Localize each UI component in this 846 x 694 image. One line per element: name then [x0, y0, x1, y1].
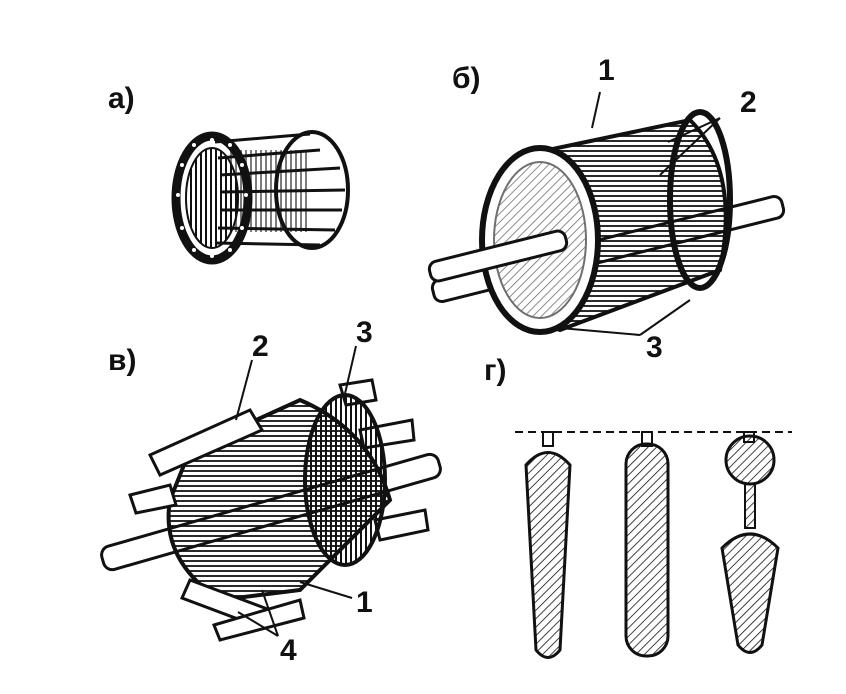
callout-v-2: 2: [252, 330, 269, 363]
panel-b-leaders: [559, 91, 721, 336]
shaft-front: [427, 229, 569, 283]
cage-rivets: [176, 138, 248, 258]
panel-v-leaders: [235, 345, 357, 637]
panel-a-label: а): [108, 82, 135, 115]
panel-b-label: б): [452, 62, 481, 95]
panel-v-label: в): [108, 344, 136, 377]
panel-a-squirrel-cage: а): [108, 82, 350, 265]
callout-v-3: 3: [356, 316, 373, 349]
callout-v-1: 1: [356, 586, 373, 619]
slot-deep-bar: [624, 431, 670, 658]
callout-b-3: 3: [646, 331, 663, 364]
panel-g-label: г): [484, 354, 507, 387]
pole-fins: [128, 378, 430, 642]
slot-tapered: [524, 431, 572, 659]
panel-v-rotor: в) 2 3 1 4: [100, 316, 442, 667]
slot-double-cage: [720, 431, 780, 654]
panel-b-rotor: б) 1 2 3: [427, 54, 786, 364]
callout-v-4: 4: [280, 634, 297, 667]
cage-front-ring: [171, 131, 253, 265]
panel-g-slot-shapes: г): [484, 354, 792, 659]
end-winding: [303, 393, 387, 567]
callout-b-1: 1: [598, 54, 615, 87]
callout-b-2: 2: [740, 86, 757, 119]
cage-front-inner: [185, 147, 239, 249]
right-ring: [667, 109, 733, 291]
